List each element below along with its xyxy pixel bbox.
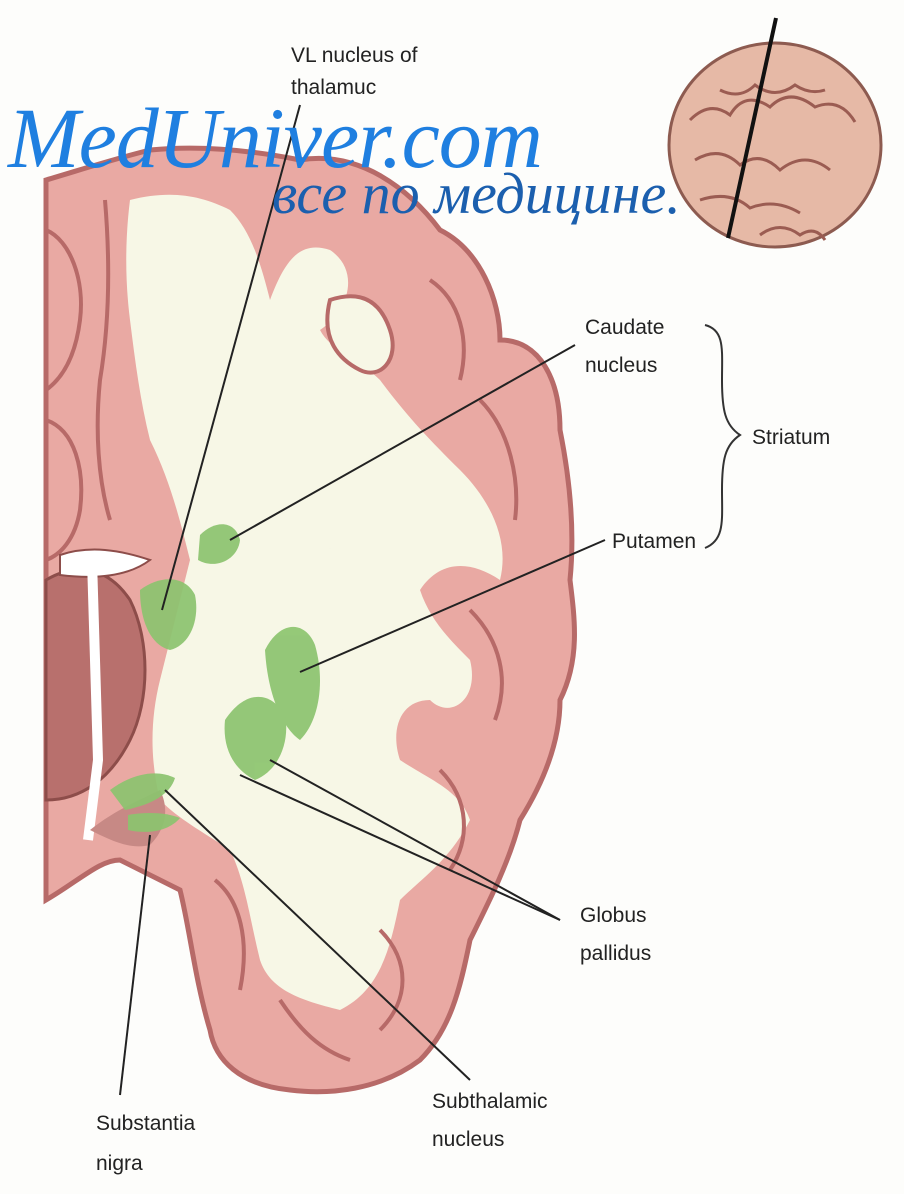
- substantia-leader-line: [120, 835, 150, 1095]
- label-subthalamic-line1: Subthalamic: [432, 1088, 548, 1115]
- label-globus-line1: Globus: [580, 902, 647, 929]
- watermark-tagline: все по медицине.: [272, 162, 681, 226]
- striatum-bracket: [705, 325, 740, 548]
- label-putamen: Putamen: [612, 528, 696, 555]
- label-subthalamic-line2: nucleus: [432, 1126, 504, 1153]
- brain-thumbnail: [669, 18, 881, 247]
- label-substantia-line2: nigra: [96, 1150, 143, 1177]
- label-caudate-line1: Caudate: [585, 314, 664, 341]
- label-vl-nucleus-line1: VL nucleus of: [291, 42, 417, 69]
- label-striatum: Striatum: [752, 424, 830, 451]
- label-caudate-line2: nucleus: [585, 352, 657, 379]
- label-substantia-line1: Substantia: [96, 1110, 195, 1137]
- label-globus-line2: pallidus: [580, 940, 651, 967]
